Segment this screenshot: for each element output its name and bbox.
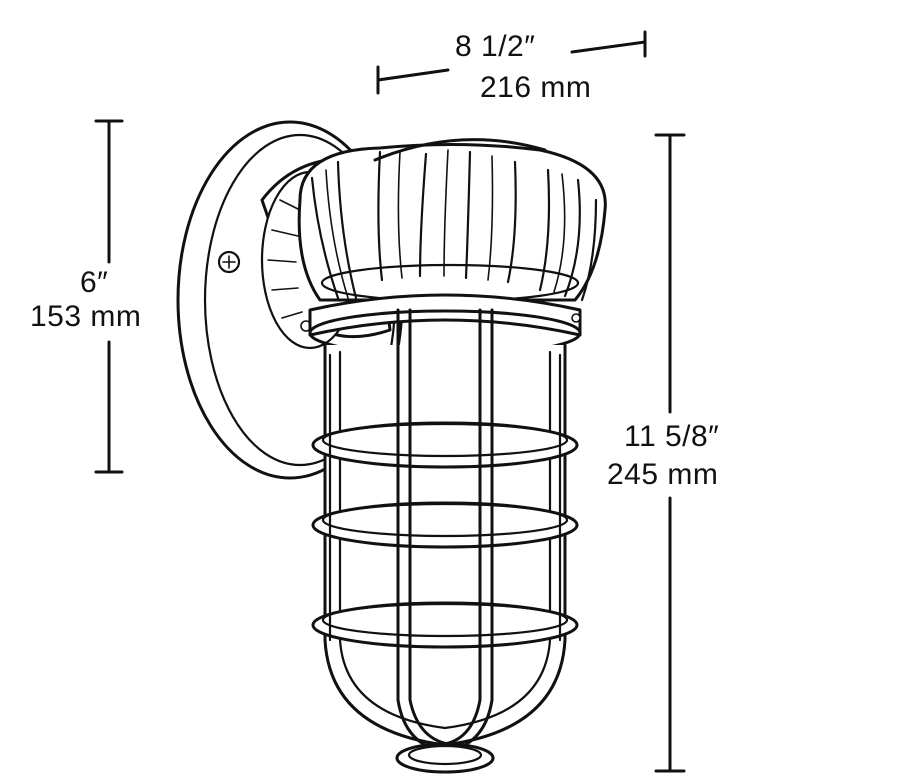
width-line-left — [376, 68, 450, 82]
guard-ring — [311, 601, 579, 649]
height-dimension: 11 5/8″ 245 mm — [607, 133, 719, 773]
depth-metric-label: 153 mm — [30, 300, 141, 333]
guard-cage — [311, 308, 579, 754]
height-imperial-label: 11 5/8″ — [624, 420, 719, 453]
top-collar — [308, 293, 582, 357]
mounting-screw-icon — [217, 250, 241, 274]
cage-bar-right-inner — [443, 308, 482, 746]
depth-imperial-label: 6″ — [80, 266, 108, 299]
bottom-cap — [395, 742, 495, 774]
width-line-right — [570, 40, 647, 54]
guard-ring — [311, 421, 579, 469]
height-metric-label: 245 mm — [607, 458, 718, 491]
depth-dimension: 6″ 153 mm — [30, 119, 141, 474]
width-dimension: 8 1/2″ 216 mm — [376, 30, 647, 104]
cage-bar-left-inner — [408, 308, 450, 746]
collar-screw-icon — [571, 313, 581, 323]
width-imperial-label: 8 1/2″ — [455, 30, 535, 63]
width-metric-label: 216 mm — [480, 71, 591, 104]
heat-sink — [297, 138, 607, 303]
guard-ring — [311, 501, 579, 549]
